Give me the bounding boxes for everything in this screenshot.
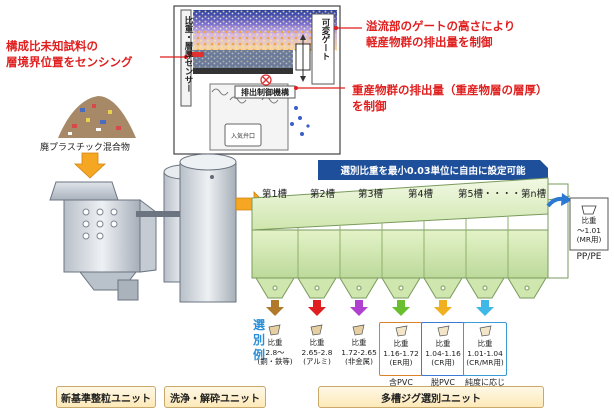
tank-label-4: 第4槽 xyxy=(408,189,434,200)
discharge-mechanism-label: 排出制御機構 xyxy=(241,88,289,97)
sorting-note: 純度に応じ xyxy=(465,378,505,387)
gate-callout: 溢流部のゲートの高さにより 軽産物群の排出量を制御 xyxy=(366,19,516,49)
tank-label-2: 第2槽 xyxy=(310,189,336,200)
sorting-gravity-line: 1.72-2.65 xyxy=(341,347,377,357)
sorting-gravity-line: 比重 xyxy=(477,339,493,348)
sorting-gravity-line: (銅・鉄等) xyxy=(257,357,293,366)
flake-icon xyxy=(395,325,408,337)
sorting-gravity-line: 比重 xyxy=(435,339,451,348)
sorting-gravity-line: 1.04-1.16 xyxy=(425,348,461,358)
tank-label-1: 第1槽 xyxy=(262,189,288,200)
inlet-valve-label: 入気弁口 xyxy=(230,133,255,140)
sensing-callout: 構成比未知試料の 層境界位置をセンシング xyxy=(6,39,133,69)
sorting-gravity-line: 比重 xyxy=(351,338,367,347)
sorting-gravity-line: 2.65-2.8 xyxy=(301,347,333,357)
range-banner: 選別比重を最小0.03単位に自由に設定可能 xyxy=(340,166,526,177)
sorting-gravity-line: 1.01-1.04 xyxy=(467,348,503,358)
sorting-gravity-line: 1.16-1.72 xyxy=(383,348,419,358)
sorting-gravity-line: (非金属) xyxy=(345,357,373,366)
sorting-note: 脱PVC xyxy=(431,378,455,387)
sorting-example-label: 選 別 例 xyxy=(252,318,265,362)
sorting-arrow-icon xyxy=(308,300,326,316)
feed-label: 廃プラスチック混合物 xyxy=(40,143,130,153)
flake-icon xyxy=(268,324,281,336)
sorting-gravity-line: 比重 xyxy=(309,338,325,347)
feed-arrow xyxy=(73,152,107,179)
flake-icon xyxy=(437,325,450,337)
sorting-gravity-line: 比重 xyxy=(267,338,283,347)
tank-label-3: 第3槽 xyxy=(358,189,384,200)
flake-icon xyxy=(479,325,492,337)
sorting-gravity-line: (CR/MR用) xyxy=(466,358,504,367)
sorting-arrow-icon xyxy=(266,300,284,316)
unit-granulator: 新基準整粒ユニット xyxy=(56,386,156,408)
sorting-note: 含PVC xyxy=(389,378,413,387)
tank-label-5-n: 第5槽・・・・第n槽 xyxy=(458,189,547,200)
sorting-gravity-line: 比重 xyxy=(393,339,409,348)
output-label: PP/PE xyxy=(576,252,602,262)
sorting-gravity-line: (アルミ) xyxy=(303,357,331,366)
washer-body xyxy=(179,161,237,303)
sorting-arrow-icon xyxy=(392,300,410,316)
sorting-arrow-icon xyxy=(350,300,368,316)
jig-tanks-body xyxy=(251,229,549,279)
plastic-pile xyxy=(58,96,136,138)
discharge-mechanism-label-bg xyxy=(234,85,296,99)
discharge-callout: 重産物群の排出量（重産物層の層厚） を制御 xyxy=(352,83,548,113)
sorting-arrow-icon xyxy=(476,300,494,316)
sensor-label: 比重・層厚センサー xyxy=(183,16,193,93)
unit-jig-sorter: 多槽ジグ選別ユニット xyxy=(318,386,544,408)
output-gravity-text: 比重 ～1.01 (MR用) xyxy=(576,216,602,244)
sorting-gravity-line: (CR用) xyxy=(431,358,455,367)
gate-label: 可変ゲート xyxy=(320,18,330,61)
sorting-arrow-icon xyxy=(434,300,452,316)
sorting-gravity-line: (ER用) xyxy=(389,358,413,367)
unit-washer: 洗浄・解砕ユニット xyxy=(164,386,266,408)
flake-icon xyxy=(310,324,323,336)
flake-icon xyxy=(352,324,365,336)
sorting-gravity-line: 2.8～ xyxy=(265,347,285,357)
inlet-valve xyxy=(224,123,262,147)
